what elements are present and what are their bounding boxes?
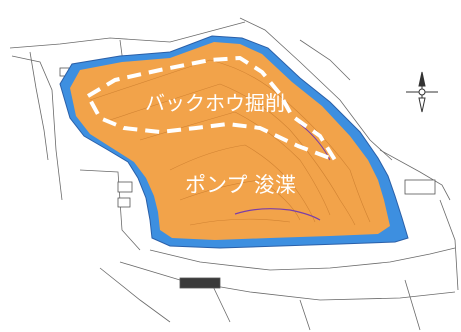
contour-lines <box>89 59 371 226</box>
backhoe-excavation-label: バックホウ掘削 <box>145 91 285 115</box>
compass-rose-icon <box>406 71 438 113</box>
channel-line <box>234 208 321 221</box>
sediment-area <box>70 42 390 240</box>
pump-dredging-label: ポンプ 浚渫 <box>185 173 296 197</box>
backhoe-excavation-outline <box>86 56 337 162</box>
